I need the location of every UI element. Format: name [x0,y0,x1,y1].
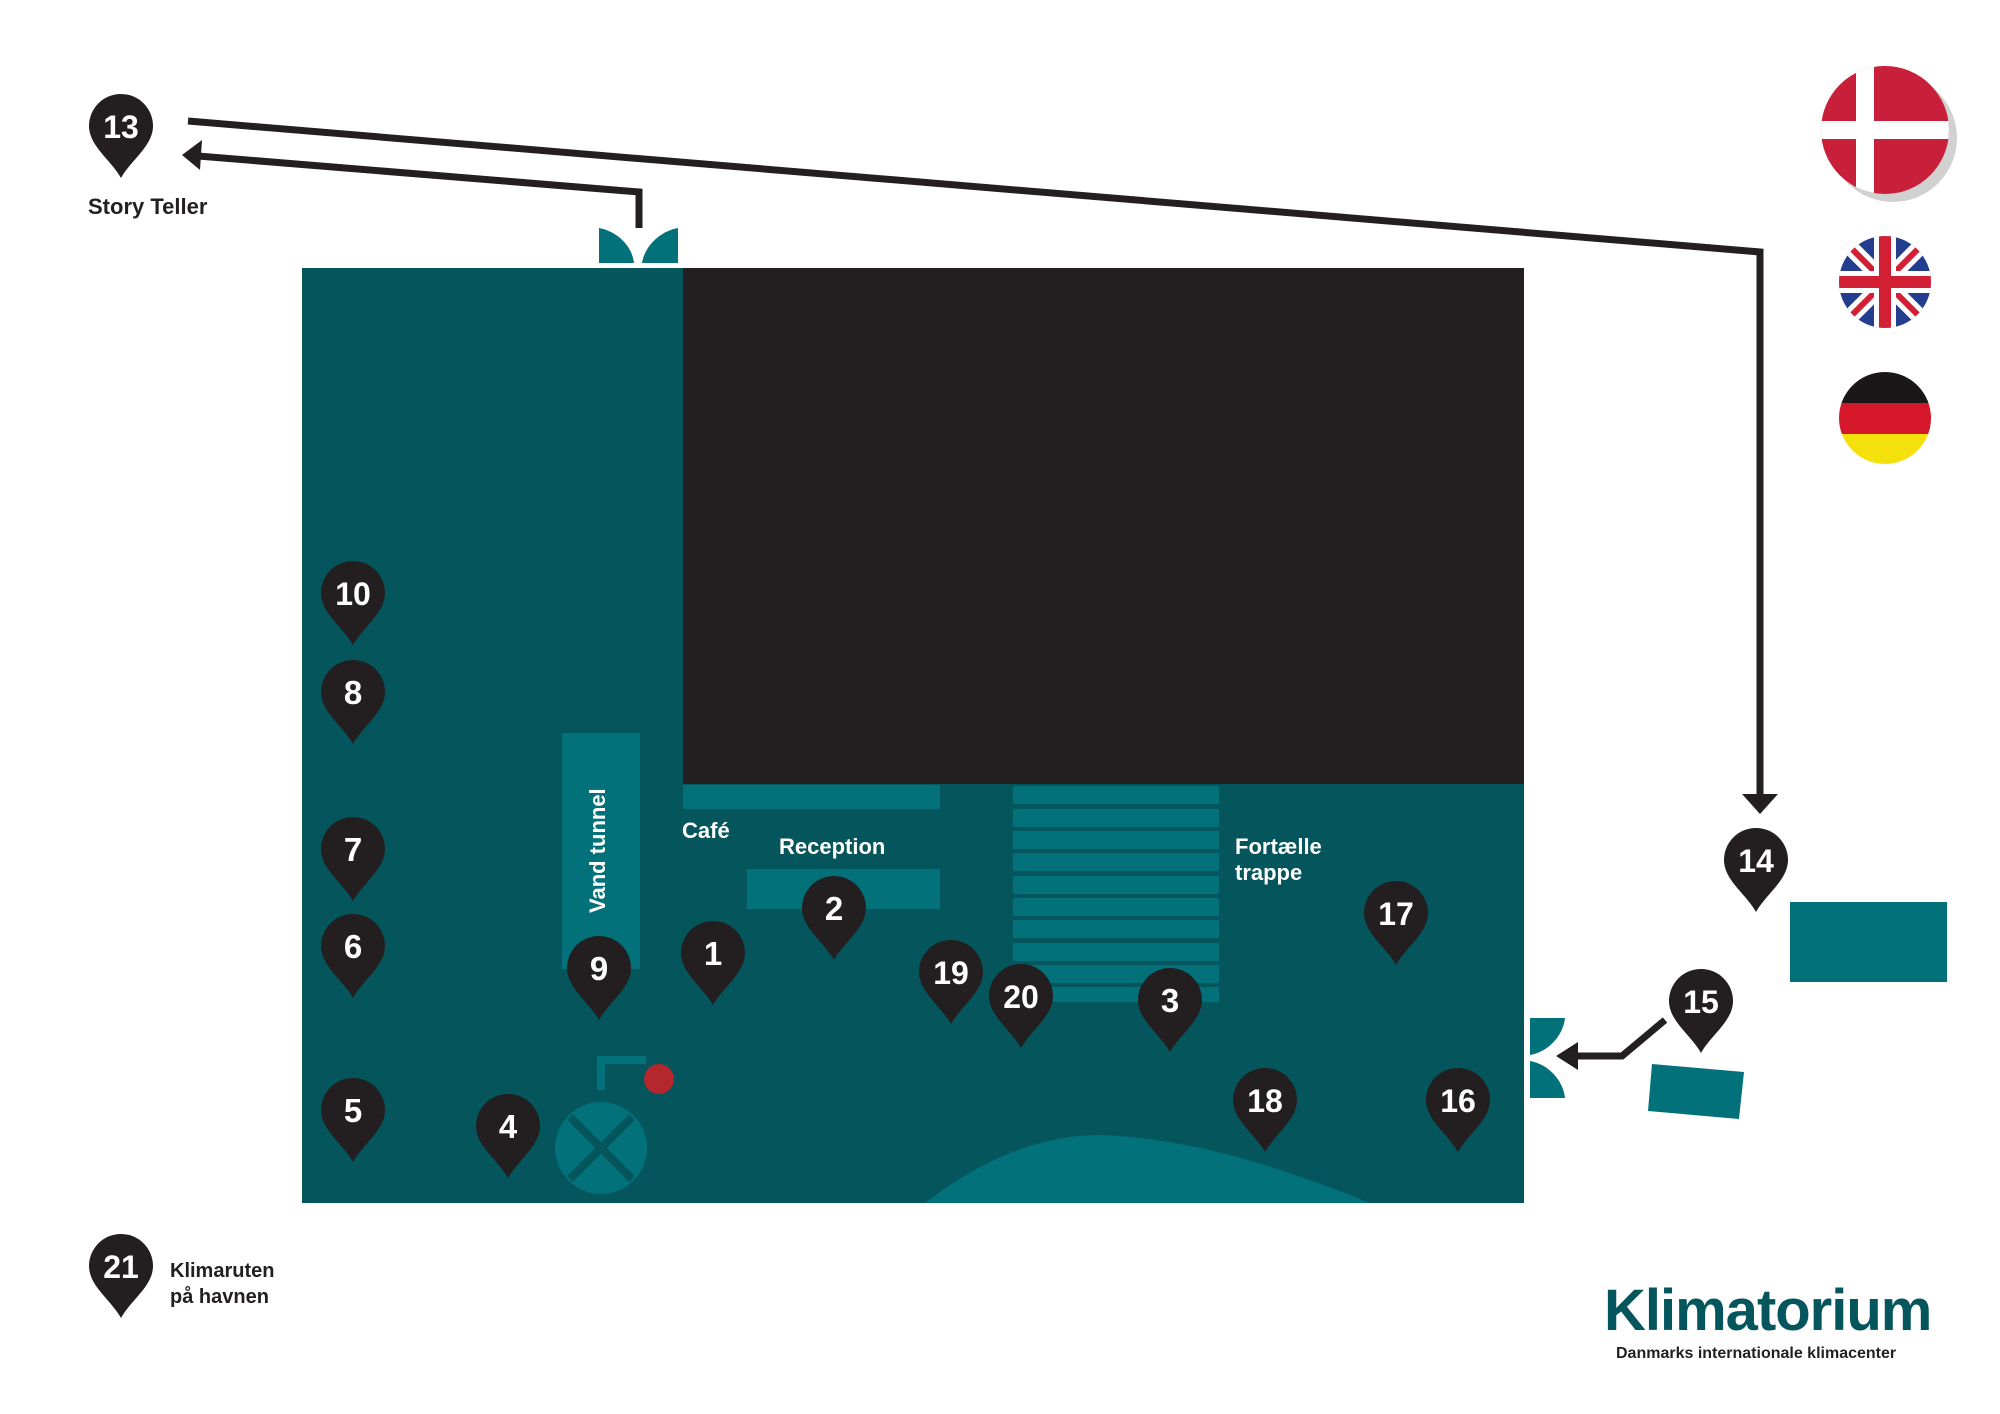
map-pin-number: 14 [1738,843,1774,879]
map-pin-4[interactable]: 4 [476,1094,540,1178]
map-pin-icon [1364,881,1428,965]
map-pin-icon [89,1234,153,1318]
map-pin-2[interactable]: 2 [802,876,866,960]
map-pin-number: 16 [1440,1083,1476,1119]
map-pin-icon [1426,1068,1490,1152]
valve-symbol [555,1056,674,1194]
map-pin-21[interactable]: 21 [89,1234,153,1318]
map-pin-number: 2 [825,890,843,927]
map-pin-number: 18 [1247,1083,1283,1119]
map-pin-number: 7 [344,831,362,868]
map-pin-5[interactable]: 5 [321,1078,385,1162]
germany-flag-icon [1839,372,1931,464]
map-pin-number: 3 [1161,982,1179,1019]
map-pin-icon [321,817,385,901]
story-teller-label: Story Teller [88,194,208,219]
map-pin-number: 15 [1683,984,1719,1020]
map-pin-icon [476,1094,540,1178]
exhibition-hall [683,268,1524,784]
uk-flag-icon [1839,236,1931,328]
map-pin-10[interactable]: 10 [321,561,385,645]
map-pin-icon [1233,1068,1297,1152]
flag-denmark-button[interactable] [1821,66,1957,202]
flag-uk-button[interactable] [1839,236,1931,328]
map-pin-icon [89,94,153,178]
brand-name: Klimatorium [1604,1278,1931,1343]
map-pin-number: 19 [933,955,969,991]
klimaruten-label-line2: på havnen [170,1285,269,1308]
map-pin-icon [681,921,745,1005]
brand-tagline: Danmarks internationale klimacenter [1616,1345,1896,1362]
klimaruten-label-line1: Klimaruten [170,1260,274,1282]
map-pin-icon [1724,828,1788,912]
red-dot-icon [644,1064,674,1094]
map-pin-icon [321,1078,385,1162]
map-pin-16[interactable]: 16 [1426,1068,1490,1152]
map-pin-7[interactable]: 7 [321,817,385,901]
map-pin-icon [321,561,385,645]
map-pin-number: 21 [103,1249,139,1285]
map-pin-number: 9 [590,950,608,987]
map-pin-number: 13 [103,109,139,145]
map-pin-number: 5 [344,1092,362,1129]
language-switcher [1821,66,1957,465]
map-pin-icon [321,914,385,998]
map-pin-3[interactable]: 3 [1138,968,1202,1052]
map-pin-8[interactable]: 8 [321,660,385,744]
flag-germany-button[interactable] [1839,372,1931,465]
map-pin-icon [567,936,631,1020]
top-entrance-icon [599,228,678,263]
map-pin-icon [321,660,385,744]
map-pin-6[interactable]: 6 [321,914,385,998]
map-pin-18[interactable]: 18 [1233,1068,1297,1152]
route-lines [187,117,1764,1060]
fortaelle-label-line1: Fortælle [1235,834,1322,859]
map-pin-number: 8 [344,674,362,711]
map-pin-number: 20 [1003,979,1039,1015]
map-pin-icon [802,876,866,960]
map-pin-1[interactable]: 1 [681,921,745,1005]
map-pin-14[interactable]: 14 [1724,828,1788,912]
cafe-counter [683,785,940,809]
map-pin-19[interactable]: 19 [919,940,983,1024]
map-pin-13[interactable]: 13 [89,94,153,178]
map-pin-icon [919,940,983,1024]
water-tunnel [562,733,640,969]
map-pin-number: 10 [335,576,371,612]
map-pin-15[interactable]: 15 [1669,969,1733,1053]
cafe-label: Café [682,818,730,843]
map-pin-20[interactable]: 20 [989,964,1053,1048]
exterior-building-15 [1648,1064,1744,1119]
reception-label: Reception [779,834,885,859]
storytelling-stairs [1013,786,1219,1002]
map-pin-number: 17 [1378,896,1414,932]
brand-logo: Klimatorium Danmarks internationale klim… [1604,1278,1932,1362]
side-entrance-icon [1530,1018,1565,1098]
exterior-building-14 [1790,902,1947,982]
map-pin-number: 4 [499,1108,518,1145]
denmark-flag-icon [1821,66,1949,194]
map-pin-17[interactable]: 17 [1364,881,1428,965]
vand-tunnel-label: Vand tunnel [585,788,610,913]
map-pin-icon [1669,969,1733,1053]
map-pin-number: 6 [344,928,362,965]
map-pin-icon [1138,968,1202,1052]
map-pin-number: 1 [704,935,722,972]
fortaelle-label-line2: trappe [1235,860,1302,885]
hill-shape [925,1135,1370,1203]
map-pin-9[interactable]: 9 [567,936,631,1020]
map-pin-icon [989,964,1053,1048]
route-arrowheads [182,140,1778,1070]
